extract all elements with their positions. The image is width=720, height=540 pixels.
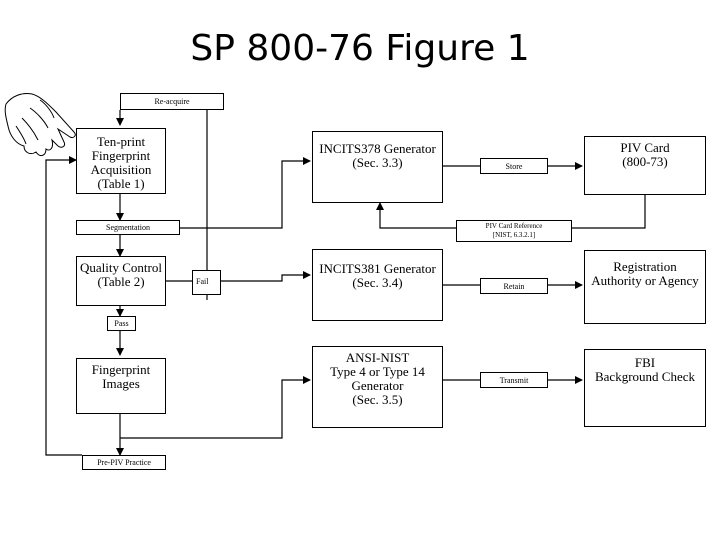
tenprint-label: Ten-print Fingerprint Acquisition (Table…: [90, 134, 152, 191]
tag-retain: Retain: [480, 278, 548, 294]
box-ansinist-generator: ANSI-NIST Type 4 or Type 14 Generator (S…: [312, 346, 443, 428]
page-title: SP 800-76 Figure 1: [190, 28, 530, 69]
incits378-label: INCITS378 Generator (Sec. 3.3): [319, 141, 436, 170]
fail-to-incits381: [221, 271, 311, 282]
images-label: Fingerprint Images: [91, 362, 151, 391]
box-quality-control: Quality Control (Table 2): [76, 256, 166, 306]
qc-label: Quality Control (Table 2): [80, 260, 162, 289]
segmentation-to-incits378: [180, 157, 311, 229]
ra-label: Registration Authority or Agency: [591, 259, 699, 288]
incits381-label: INCITS381 Generator (Sec. 3.4): [319, 261, 436, 290]
images-to-ansinist: [120, 376, 311, 439]
box-fingerprint-images: Fingerprint Images: [76, 358, 166, 414]
box-registration-authority: Registration Authority or Agency: [584, 250, 706, 324]
box-incits381-generator: INCITS381 Generator (Sec. 3.4): [312, 249, 443, 321]
prepiv-loop: [45, 156, 82, 456]
box-tenprint-acquisition: Ten-print Fingerprint Acquisition (Table…: [76, 128, 166, 194]
tag-piv-card-reference: PIV Card Reference [NIST, 6.3.2.1]: [456, 220, 572, 242]
fbi-label: FBI Background Check: [594, 355, 695, 384]
tag-store: Store: [480, 158, 548, 174]
pivcard-to-reference: [572, 195, 646, 229]
box-fbi-background-check: FBI Background Check: [584, 349, 706, 427]
pointing-hand-icon: [4, 93, 76, 157]
tag-transmit: Transmit: [480, 372, 548, 388]
pivcard-label: PIV Card (800-73): [620, 140, 670, 169]
ansinist-label: ANSI-NIST Type 4 or Type 14 Generator (S…: [330, 350, 425, 407]
tag-reacquire: Re-acquire: [120, 93, 224, 110]
tag-fail: Fail: [192, 270, 221, 295]
box-incits378-generator: INCITS378 Generator (Sec. 3.3): [312, 131, 443, 203]
tag-segmentation: Segmentation: [76, 220, 180, 235]
tag-pass: Pass: [107, 316, 136, 331]
box-piv-card: PIV Card (800-73): [584, 136, 706, 195]
tag-pre-piv-practice: Pre-PIV Practice: [82, 455, 166, 470]
reference-to-incits378: [376, 202, 456, 229]
